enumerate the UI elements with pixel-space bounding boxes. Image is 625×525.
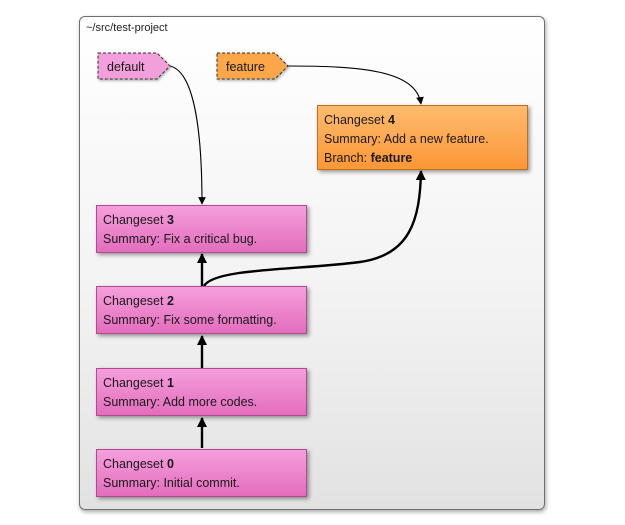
changeset-title: Changeset 2 <box>103 292 300 311</box>
changeset-node-3: Changeset 3 Summary: Fix a critical bug. <box>96 205 307 253</box>
changeset-rev: 1 <box>166 376 174 390</box>
summary-label: Summary: <box>324 132 381 146</box>
changeset-summary: Summary: Fix some formatting. <box>103 311 300 330</box>
changeset-rev: 0 <box>166 457 174 471</box>
changeset-node-1: Changeset 1 Summary: Add more codes. <box>96 368 307 416</box>
changeset-rev: 4 <box>387 113 395 127</box>
changeset-title: Changeset 1 <box>103 374 300 393</box>
branch-tag-default-shape <box>97 52 171 80</box>
changeset-word: Changeset <box>103 376 164 390</box>
summary-text: Add more codes. <box>162 395 258 409</box>
branch-label: Branch: <box>324 151 368 165</box>
changeset-word: Changeset <box>103 213 164 227</box>
branch-tag-feature-label: feature <box>226 60 265 74</box>
changeset-title: Changeset 4 <box>324 111 521 130</box>
changeset-node-0: Changeset 0 Summary: Initial commit. <box>96 449 307 497</box>
changeset-summary: Summary: Add a new feature. <box>324 130 521 149</box>
edge-2-to-4 <box>202 169 426 287</box>
summary-label: Summary: <box>103 476 160 490</box>
changeset-word: Changeset <box>324 113 385 127</box>
summary-label: Summary: <box>103 232 160 246</box>
branch-tag-default: default <box>97 52 171 80</box>
changeset-title: Changeset 3 <box>103 211 300 230</box>
changeset-rev: 2 <box>166 294 174 308</box>
repository-frame: ~/src/test-project <box>79 16 545 510</box>
summary-text: Fix a critical bug. <box>163 232 258 246</box>
branch-tag-default-label: default <box>107 60 145 74</box>
summary-text: Fix some formatting. <box>163 313 277 327</box>
changeset-word: Changeset <box>103 457 164 471</box>
summary-label: Summary: <box>103 395 160 409</box>
changeset-rev: 3 <box>166 213 174 227</box>
branch-tag-feature-shape <box>216 52 289 80</box>
repository-path: ~/src/test-project <box>86 22 168 34</box>
summary-text: Add a new feature. <box>383 132 489 146</box>
branch-name: feature <box>370 151 413 165</box>
edge-feature-head <box>287 65 424 105</box>
changeset-branch: Branch: feature <box>324 149 521 168</box>
changeset-summary: Summary: Add more codes. <box>103 393 300 412</box>
changeset-summary: Summary: Fix a critical bug. <box>103 230 300 249</box>
changeset-word: Changeset <box>103 294 164 308</box>
summary-text: Initial commit. <box>163 476 240 490</box>
summary-label: Summary: <box>103 313 160 327</box>
changeset-summary: Summary: Initial commit. <box>103 474 300 493</box>
branch-tag-feature: feature <box>216 52 289 80</box>
changeset-node-4: Changeset 4 Summary: Add a new feature. … <box>317 105 528 170</box>
edge-default-head <box>169 65 206 205</box>
changeset-title: Changeset 0 <box>103 455 300 474</box>
changeset-node-2: Changeset 2 Summary: Fix some formatting… <box>96 286 307 334</box>
